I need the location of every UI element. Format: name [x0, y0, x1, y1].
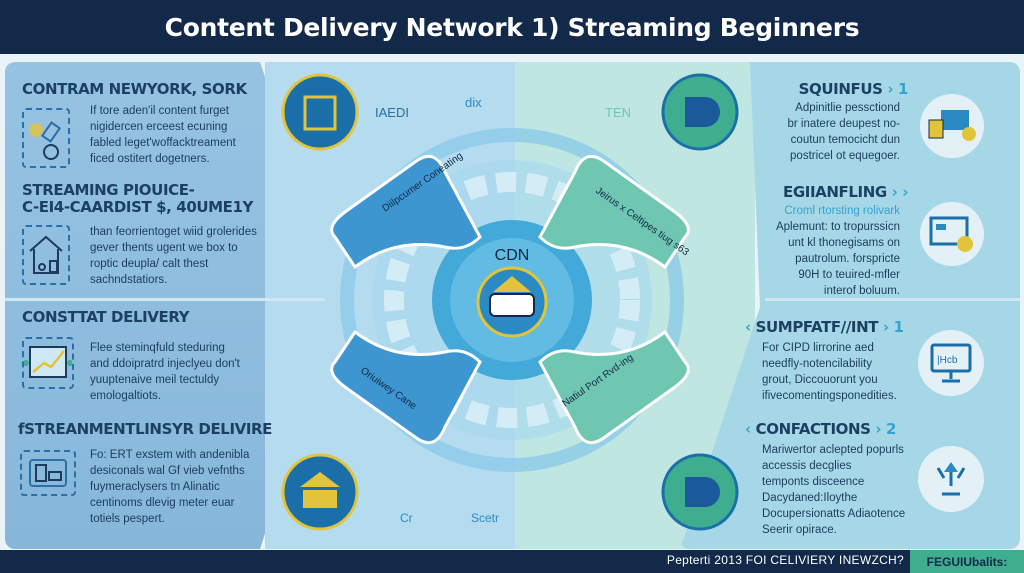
top-mid-label: dix: [465, 95, 482, 110]
section-heading: CONSTTAT DELIVERY: [22, 308, 190, 326]
right-divider: [765, 298, 1020, 301]
section-heading: EGIIANFLING › ›: [783, 183, 908, 201]
devices-icon: [920, 94, 984, 158]
browser-icon: [20, 450, 76, 496]
petal-top-right: [538, 154, 690, 270]
section-heading: fSTREANMENTLINSYR DELIVIRE: [18, 420, 273, 438]
section-heading: ‹ SUMPFATF//INT › 1: [745, 318, 904, 336]
footer-badge: FEGUIUbalits:: [910, 550, 1024, 573]
title-bar: Content Delivery Network 1) Streaming Be…: [0, 0, 1024, 54]
chart-icon: [22, 337, 74, 389]
footer-bar: [0, 550, 1024, 573]
petal-bottom-right: [538, 329, 690, 445]
petal-bottom-left: [330, 329, 482, 445]
section-heading: CONTRAM NEWYORK, SORK: [22, 80, 247, 98]
cdn-logo-icon: [661, 73, 739, 151]
section-heading-line2: C-EI4-CAARDIST $, 40UME1Y: [22, 198, 254, 216]
section-heading: STREAMING PIOUICE-: [22, 181, 195, 199]
house-icon: [22, 225, 70, 285]
left-divider: [5, 298, 325, 301]
cdn-diagram: Diilpcumer Coneating Jeirus x Celtipes t…: [281, 73, 739, 531]
dashboard-icon: [920, 202, 984, 266]
page-title: Content Delivery Network 1) Streaming Be…: [164, 12, 860, 42]
top-right-label: TEN: [605, 105, 631, 120]
petal-top-left: [330, 154, 482, 270]
section-heading: ‹ CONFACTIONS › 2: [745, 420, 897, 438]
bottom-label: Cr: [400, 511, 413, 525]
cdn-logo-icon: [661, 453, 739, 531]
film-icon: [281, 73, 359, 151]
bottom-label: Scetr: [471, 511, 499, 525]
monitor-icon: |Hcb: [918, 330, 984, 396]
bank-icon: [281, 453, 359, 531]
top-left-label: IAEDI: [375, 105, 409, 120]
folder-icon: [22, 108, 70, 168]
server-icon: [476, 266, 548, 338]
svg-text:|Hcb: |Hcb: [937, 355, 958, 366]
hub-label: CDN: [495, 247, 530, 264]
footer-text: Pepterti 2013 FOI CELIVIERY INEWZCH?: [666, 553, 904, 567]
section-heading: SQUINFUS › 1: [798, 80, 909, 98]
network-icon: [918, 446, 984, 512]
